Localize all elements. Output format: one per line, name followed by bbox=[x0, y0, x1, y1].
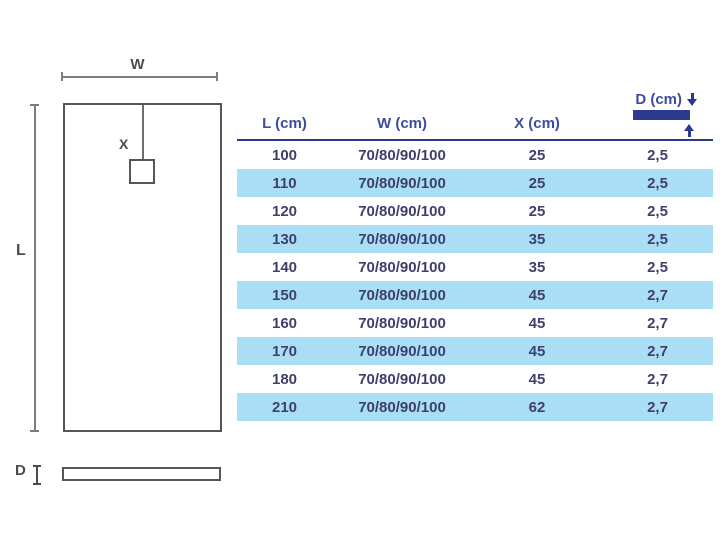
cell-length: 210 bbox=[271, 398, 298, 416]
length-label: L bbox=[16, 242, 26, 259]
cell-width: 70/80/90/100 bbox=[358, 258, 446, 276]
cell-length: 140 bbox=[271, 258, 298, 276]
cell-width: 70/80/90/100 bbox=[358, 202, 446, 220]
cell-depth: 2,7 bbox=[647, 342, 668, 360]
cell-width: 70/80/90/100 bbox=[358, 146, 446, 164]
dimensions-table: L (cm) W (cm) X (cm) D (cm) 100 70/80/90… bbox=[237, 88, 713, 421]
table-row: 210 70/80/90/100 62 2,7 bbox=[237, 393, 713, 421]
table-header: L (cm) W (cm) X (cm) D (cm) bbox=[237, 88, 713, 141]
depth-bar-glyph bbox=[633, 110, 690, 120]
cell-depth: 2,5 bbox=[647, 258, 668, 276]
cell-width: 70/80/90/100 bbox=[358, 314, 446, 332]
cell-length: 180 bbox=[271, 370, 298, 388]
table-row: 130 70/80/90/100 35 2,5 bbox=[237, 225, 713, 253]
cell-length: 150 bbox=[271, 286, 298, 304]
cell-drain-position: 45 bbox=[528, 342, 546, 360]
drain-square bbox=[129, 159, 155, 184]
cell-depth: 2,5 bbox=[647, 174, 668, 192]
cell-depth: 2,5 bbox=[647, 202, 668, 220]
depth-dimension-marker bbox=[33, 465, 41, 485]
table-row: 180 70/80/90/100 45 2,7 bbox=[237, 365, 713, 393]
cell-drain-position: 25 bbox=[528, 174, 546, 192]
cell-length: 130 bbox=[271, 230, 298, 248]
table-row: 160 70/80/90/100 45 2,7 bbox=[237, 309, 713, 337]
width-label: W bbox=[130, 56, 146, 73]
cell-depth: 2,5 bbox=[647, 146, 668, 164]
header-drain-position: X (cm) bbox=[514, 115, 560, 132]
table-row: 110 70/80/90/100 25 2,5 bbox=[237, 169, 713, 197]
cell-length: 110 bbox=[272, 174, 297, 192]
cell-drain-position: 45 bbox=[528, 370, 546, 388]
cell-drain-position: 45 bbox=[528, 314, 546, 332]
cell-width: 70/80/90/100 bbox=[358, 174, 446, 192]
length-dimension-line bbox=[30, 104, 39, 432]
table-row: 120 70/80/90/100 25 2,5 bbox=[237, 197, 713, 225]
header-depth-group: D (cm) bbox=[635, 91, 697, 108]
header-length: L (cm) bbox=[262, 115, 307, 132]
cell-drain-position: 62 bbox=[528, 398, 546, 416]
table-row: 100 70/80/90/100 25 2,5 bbox=[237, 141, 713, 169]
cell-length: 170 bbox=[271, 342, 298, 360]
table-row: 140 70/80/90/100 35 2,5 bbox=[237, 253, 713, 281]
cell-depth: 2,7 bbox=[647, 398, 668, 416]
arrow-down-icon bbox=[687, 93, 697, 106]
cell-drain-position: 35 bbox=[528, 258, 546, 276]
header-depth: D (cm) bbox=[635, 91, 682, 108]
cell-width: 70/80/90/100 bbox=[358, 342, 446, 360]
cell-depth: 2,5 bbox=[647, 230, 668, 248]
header-width: W (cm) bbox=[377, 115, 427, 132]
drain-position-label: X bbox=[119, 136, 129, 152]
width-dimension-line bbox=[61, 72, 218, 81]
cell-depth: 2,7 bbox=[647, 286, 668, 304]
cell-width: 70/80/90/100 bbox=[358, 398, 446, 416]
cell-depth: 2,7 bbox=[647, 314, 668, 332]
cell-drain-position: 45 bbox=[528, 286, 546, 304]
table-row: 150 70/80/90/100 45 2,7 bbox=[237, 281, 713, 309]
cell-width: 70/80/90/100 bbox=[358, 230, 446, 248]
cell-length: 120 bbox=[271, 202, 298, 220]
cell-drain-position: 25 bbox=[528, 146, 546, 164]
cell-drain-position: 25 bbox=[528, 202, 546, 220]
cell-width: 70/80/90/100 bbox=[358, 370, 446, 388]
arrow-up-icon bbox=[684, 124, 694, 137]
table-body: 100 70/80/90/100 25 2,5 110 70/80/90/100… bbox=[237, 141, 713, 421]
cell-depth: 2,7 bbox=[647, 370, 668, 388]
depth-label: D bbox=[15, 462, 26, 479]
tray-side-view bbox=[62, 467, 221, 481]
table-row: 170 70/80/90/100 45 2,7 bbox=[237, 337, 713, 365]
cell-width: 70/80/90/100 bbox=[358, 286, 446, 304]
cell-drain-position: 35 bbox=[528, 230, 546, 248]
cell-length: 160 bbox=[271, 314, 298, 332]
cell-length: 100 bbox=[271, 146, 298, 164]
